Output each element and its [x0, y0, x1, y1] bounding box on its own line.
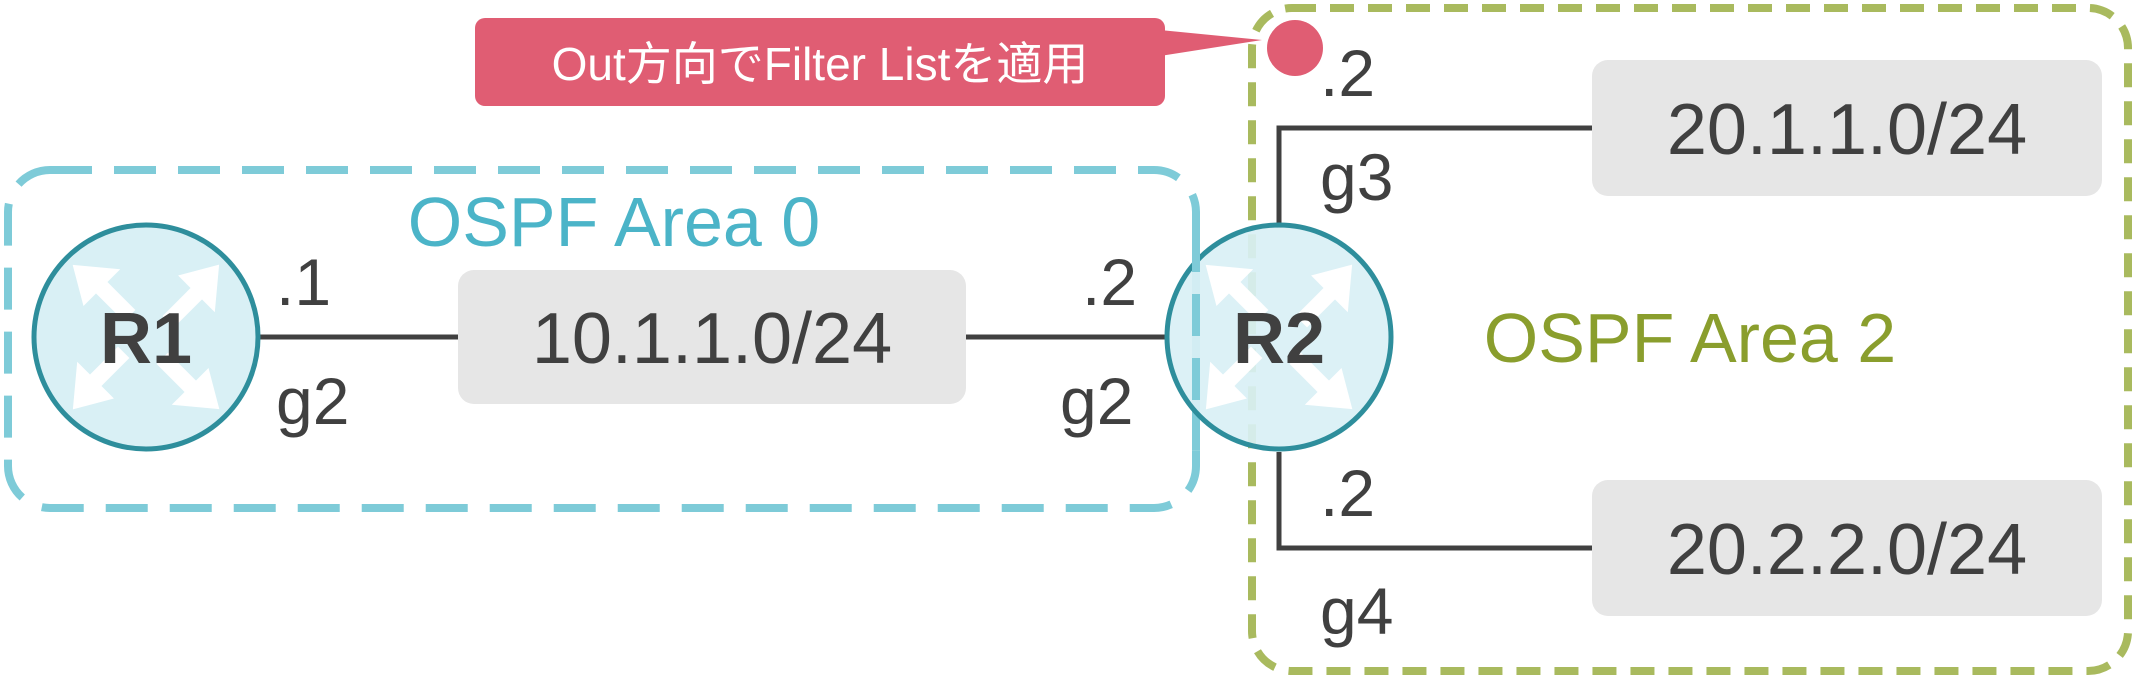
network-box-20-1-1-0: [1592, 60, 2102, 196]
area0-label: OSPF Area 0: [408, 183, 820, 261]
callout-box: [475, 18, 1165, 106]
link-r2-net2: [1276, 125, 1592, 228]
r2-g3-name: g3: [1320, 140, 1393, 214]
filter-point-marker: [1267, 20, 1323, 76]
router-arrows-icon: [72, 264, 220, 410]
network-box-20-2-2-0: [1592, 480, 2102, 616]
r2-g4-address: .2: [1320, 456, 1375, 530]
network-label: 20.1.1.0/24: [1667, 90, 2027, 170]
filter-callout: Out方向でFilter Listを適用: [475, 18, 1323, 106]
network-box-10-1-1-0: [458, 270, 966, 404]
r2-g4-name: g4: [1320, 574, 1393, 648]
callout-text: Out方向でFilter Listを適用: [552, 38, 1089, 90]
network-label: 20.2.2.0/24: [1667, 510, 2027, 590]
link-r2-net3: [1276, 452, 1592, 551]
router-arrows-icon: [1205, 264, 1353, 410]
r2-g3-address: .2: [1320, 36, 1375, 110]
router-label-r1: R1: [100, 299, 192, 379]
callout-pointer: [1160, 30, 1262, 56]
area2-boundary: [1248, 4, 2132, 675]
r2-g2-name: g2: [1060, 364, 1133, 438]
router-r2: R2: [1164, 222, 1394, 452]
r1-g2-name: g2: [276, 364, 349, 438]
network-label: 10.1.1.0/24: [532, 299, 892, 379]
router-label-r2: R2: [1233, 299, 1325, 379]
r1-g2-address: .1: [276, 245, 331, 319]
router-r1: R1: [31, 222, 261, 452]
area2-label: OSPF Area 2: [1484, 299, 1896, 377]
r2-g2-address: .2: [1082, 245, 1137, 319]
